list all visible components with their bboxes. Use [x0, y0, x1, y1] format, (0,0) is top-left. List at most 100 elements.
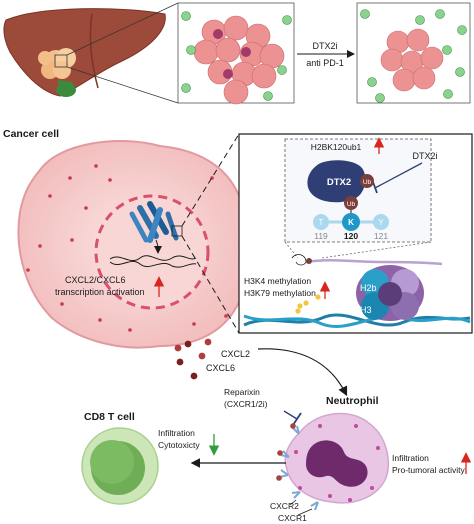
- reparixin-inhibition-line: [283, 410, 298, 420]
- svg-text:T: T: [319, 218, 324, 227]
- immune-cell: [263, 91, 273, 101]
- tumor-nucleus: [213, 29, 223, 39]
- granule: [26, 268, 30, 272]
- immune-cell: [375, 93, 385, 103]
- neutrophil-granules: [294, 424, 380, 502]
- tumor-cell: [193, 39, 219, 65]
- neutrophil-effect-1: Infiltration: [392, 453, 429, 463]
- h3k79-label: H3K79 methylation: [244, 288, 316, 298]
- tumor-cell: [406, 28, 430, 52]
- tumor-cell: [392, 68, 416, 92]
- svg-text:K: K: [348, 218, 354, 227]
- residue-number-121: 121: [374, 231, 388, 241]
- immune-cell: [457, 25, 467, 35]
- cancer-cell-title: Cancer cell: [3, 128, 59, 140]
- dtx2-enzyme: [307, 160, 366, 203]
- tcell-effect-1: Infiltration: [158, 428, 195, 438]
- granule: [128, 328, 132, 332]
- tumor-after-panel: [356, 2, 471, 104]
- granule: [68, 176, 72, 180]
- granule: [94, 164, 98, 168]
- granule: [348, 498, 352, 502]
- granule: [354, 424, 358, 428]
- granule: [318, 424, 322, 428]
- cxcl6-label: CXCL6: [206, 363, 235, 373]
- granule: [70, 238, 74, 242]
- residue-k: [342, 213, 360, 231]
- tumor-cell: [215, 37, 241, 63]
- granule: [224, 314, 228, 318]
- gallbladder-shape: [56, 83, 76, 97]
- granule: [328, 494, 332, 498]
- tcell-effect-2: Cytotoxicty: [158, 440, 200, 450]
- cxcr2-label: CXCR2: [270, 501, 299, 511]
- chemokine: [190, 372, 198, 380]
- granule: [48, 194, 52, 198]
- granule: [98, 318, 102, 322]
- ub-circle-1: [360, 174, 374, 188]
- chemokine: [176, 358, 184, 366]
- dtx2i-label: DTX2i: [412, 151, 437, 161]
- granule: [60, 302, 64, 306]
- tumor-nucleus: [223, 69, 233, 79]
- chemokine: [174, 344, 182, 352]
- immune-cell: [282, 15, 292, 25]
- svg-text:Y: Y: [378, 218, 384, 227]
- immune-cell: [181, 11, 191, 21]
- h2b-label: H2b: [360, 283, 377, 293]
- tumor-cell: [223, 15, 249, 41]
- granule: [84, 206, 88, 210]
- cancer-cell-granules: [26, 164, 228, 332]
- residue-number-120: 120: [344, 231, 358, 241]
- cxcr1-label: CXCR1: [278, 513, 307, 523]
- immune-cell: [367, 77, 377, 87]
- tumor-cell: [223, 79, 249, 105]
- tumor-cell: [412, 66, 436, 90]
- cxcl2-label: CXCL2: [221, 349, 250, 359]
- svg-text:Ub: Ub: [347, 201, 356, 208]
- zoom-box: [54, 54, 68, 68]
- granule: [108, 178, 112, 182]
- tumor-cell: [380, 48, 404, 72]
- tumor-nucleus: [241, 47, 251, 57]
- liver-illustration: [3, 2, 179, 104]
- immune-cell: [443, 89, 453, 99]
- cxcr-receptors: [276, 423, 319, 511]
- granule: [38, 244, 42, 248]
- treatment-label-1: DTX2i: [312, 41, 337, 51]
- tcell-title: CD8 T cell: [84, 411, 135, 423]
- tumor-before-panel: [177, 2, 295, 105]
- transcription-label-2: transcription activation: [55, 287, 145, 297]
- immune-cell: [186, 45, 196, 55]
- chemokine: [204, 338, 212, 346]
- nucleus: [94, 194, 210, 310]
- dtx2i-inhibition-line: [374, 162, 423, 189]
- treatment-label-2: anti PD-1: [306, 58, 344, 68]
- granule: [298, 486, 302, 490]
- chemokine-arrow: [257, 348, 348, 397]
- chemokine: [198, 352, 206, 360]
- reparixin-target-label: (CXCR1/2i): [224, 399, 268, 409]
- h2bk120ub1-label: H2BK120ub1: [311, 142, 362, 152]
- tumor-cell: [420, 46, 444, 70]
- granule: [376, 446, 380, 450]
- granule: [370, 486, 374, 490]
- residue-y: [373, 214, 389, 230]
- immune-cell: [277, 65, 287, 75]
- residue-t: [313, 214, 329, 230]
- neutrophil-effect-2: Pro-tumoral activity: [392, 465, 465, 475]
- nucleus-zoom-box: [171, 225, 183, 237]
- ub-circle-2: [344, 196, 358, 210]
- granule: [294, 450, 298, 454]
- immune-cell: [435, 9, 445, 19]
- transcription-label-1: CXCL2/CXCL6: [65, 275, 126, 285]
- chemokine-particles: [174, 338, 212, 380]
- immune-cell: [181, 83, 191, 93]
- residue-number-119: 119: [314, 231, 328, 241]
- h3k4-label: H3K4 methylation: [244, 276, 311, 286]
- immune-cell: [360, 9, 370, 19]
- immune-cell: [455, 67, 465, 77]
- h3-label: H3: [360, 305, 372, 315]
